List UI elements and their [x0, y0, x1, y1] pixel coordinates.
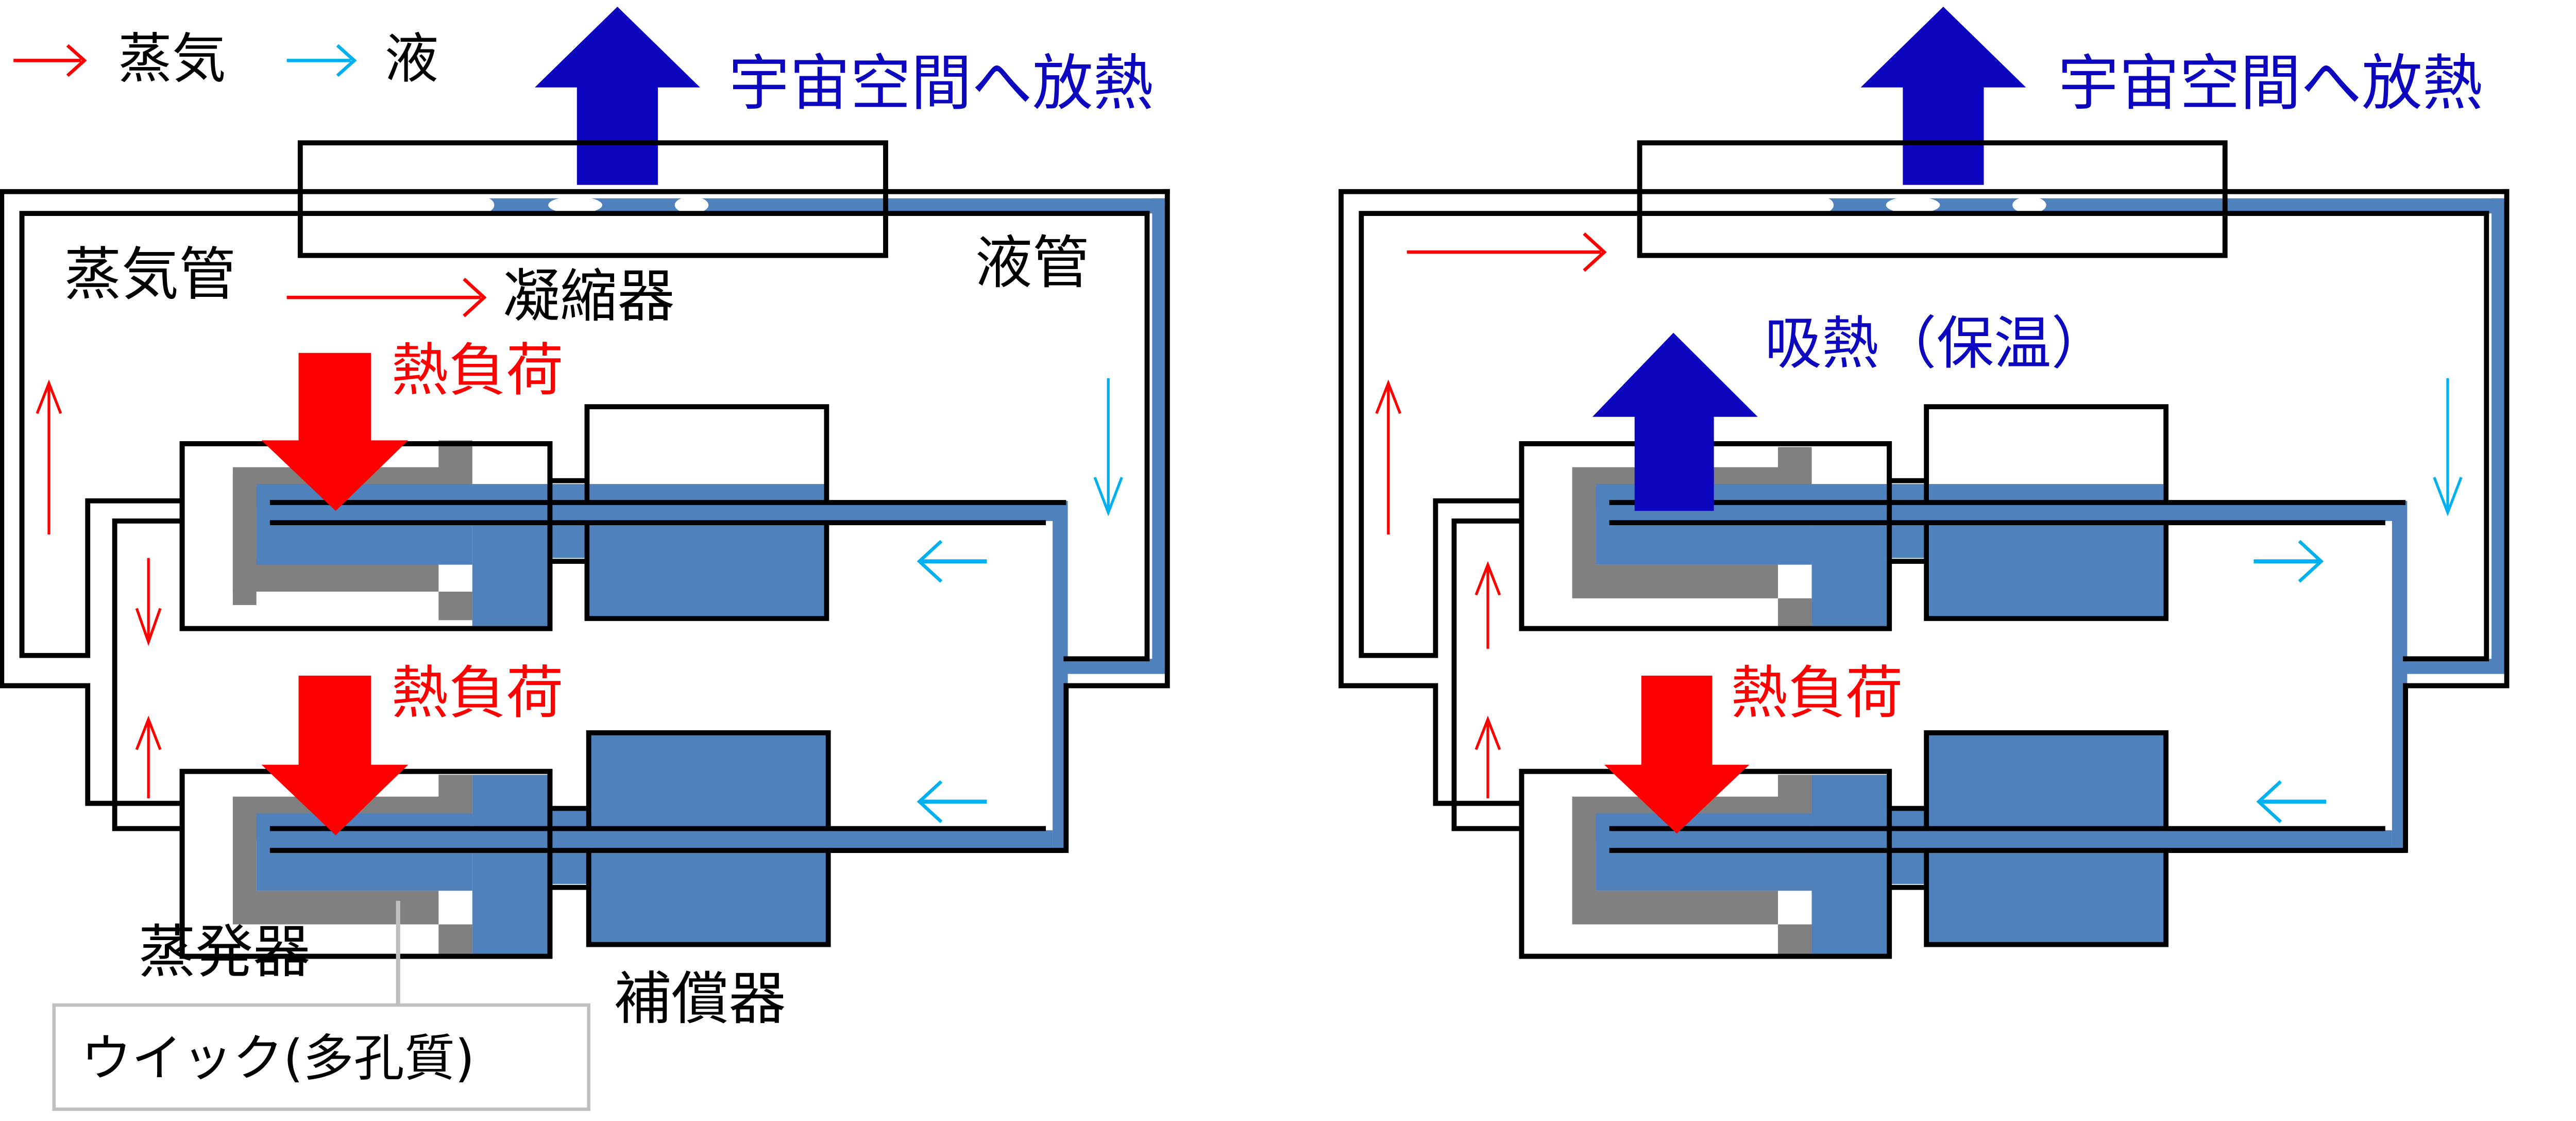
vapor-arrow-icon: [13, 44, 87, 77]
condenser-box: [1637, 140, 2228, 258]
condenser-box: [297, 140, 888, 258]
legend-vapor-label: 蒸気: [118, 27, 226, 90]
vapor-up-arrow-icon: [36, 379, 62, 534]
liquid-line-label: 液管: [975, 230, 1090, 296]
heat-absorb-label: 吸熱（保温）: [1765, 311, 2109, 377]
heat-out-label: 宇宙空間へ放熱: [728, 48, 1154, 119]
liquid-right-arrow-icon: [2253, 540, 2324, 583]
vapor-bubble: [674, 196, 709, 214]
vapor-up-arrow-icon: [1475, 561, 1501, 649]
heat-out-arrow-icon: [1860, 7, 2026, 185]
liquid-left-arrow-icon: [2256, 780, 2327, 823]
wick-callout-label: ウイック(多孔質): [81, 1029, 474, 1088]
right-diagram: 宇宙空間へ放熱 吸熱（保温）: [1338, 7, 2510, 959]
upper-evaporator-assembly: [1519, 404, 2406, 631]
vapor-bubble: [1886, 196, 1940, 214]
vapor-bubble: [548, 196, 602, 214]
heat-load-upper-label: 熱負荷: [392, 338, 564, 404]
left-diagram: 宇宙空間へ放熱 蒸気管 凝縮器 液管: [0, 7, 1170, 1111]
liquid-left-arrow-icon: [917, 780, 987, 823]
compensator-label: 補償器: [614, 966, 786, 1032]
upper-evaporator-assembly: [179, 404, 1066, 631]
legend-liquid-label: 液: [385, 27, 439, 90]
liquid-arrow-icon: [286, 44, 357, 77]
liquid-down-arrow-icon: [1093, 378, 1123, 516]
vapor-up-arrow-icon: [1475, 715, 1501, 798]
heat-load-arrow-icon: [1604, 675, 1750, 834]
vapor-up-arrow-icon: [135, 715, 162, 798]
vapor-down-arrow-icon: [135, 558, 162, 646]
loop-pipe-outer-wall: [0, 189, 1170, 806]
lower-evaporator-assembly: [1519, 730, 2406, 959]
heat-absorb-arrow-icon: [1592, 332, 1758, 511]
heat-load-arrow-icon: [261, 353, 409, 511]
liquid-down-arrow-icon: [2433, 378, 2463, 516]
wick-callout-box: [52, 1003, 590, 1111]
condenser-label: 凝縮器: [503, 263, 675, 330]
vapor-flow-arrow-icon: [1406, 232, 1607, 272]
heat-load-arrow-icon: [261, 675, 409, 835]
heat-load-lower-label: 熱負荷: [1731, 660, 1903, 727]
heat-out-arrow-icon: [534, 7, 700, 185]
liquid-left-arrow-icon: [917, 540, 987, 583]
loop-pipe-outer-wall: [1338, 189, 2510, 806]
heat-out-label: 宇宙空間へ放熱: [2058, 48, 2483, 119]
vapor-line-label: 蒸気管: [64, 242, 236, 308]
vapor-bubble: [2012, 196, 2046, 214]
evaporator-label: 蒸発器: [138, 919, 310, 985]
vapor-up-arrow-icon: [1375, 379, 1402, 534]
vapor-flow-arrow-icon: [286, 277, 487, 317]
lower-evaporator-assembly: [179, 730, 1066, 959]
heat-load-lower-label: 熱負荷: [392, 660, 564, 727]
legend: 蒸気 液: [13, 27, 438, 90]
